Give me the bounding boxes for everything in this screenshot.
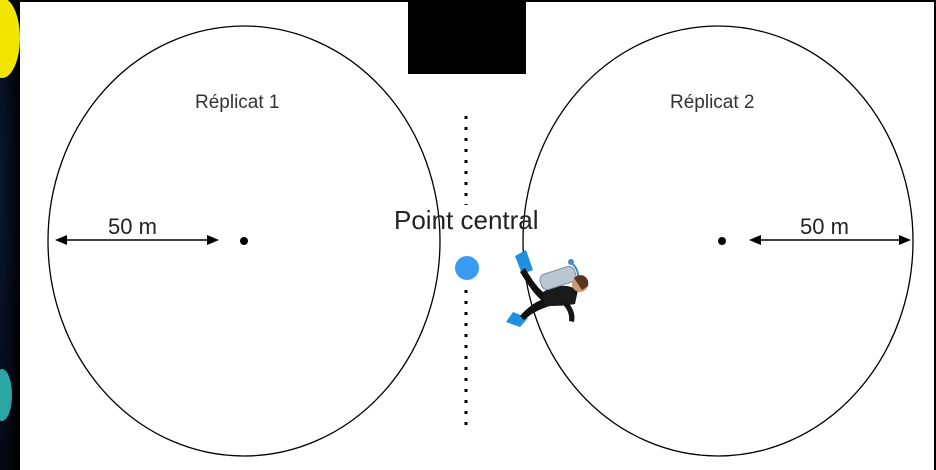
scuba-diver-icon bbox=[506, 250, 589, 327]
replicat-2-arrowhead-left bbox=[749, 235, 761, 245]
center-buoy-marker bbox=[455, 256, 479, 280]
replicat-2-arrowhead-right bbox=[899, 235, 911, 245]
replicat-1-radius-label: 50 m bbox=[108, 214, 157, 239]
replicat-1-arrowhead-right bbox=[207, 235, 219, 245]
left-edge-strip bbox=[0, 0, 22, 470]
diagram-panel bbox=[20, 2, 934, 470]
replicat-1-center-dot bbox=[240, 237, 248, 245]
replicat-2-center-dot bbox=[718, 237, 726, 245]
replicat-2-circle bbox=[522, 25, 914, 457]
replicat-1-arrowhead-left bbox=[55, 235, 67, 245]
replicat-2-title: Réplicat 2 bbox=[670, 92, 755, 113]
center-point-label: Point central bbox=[394, 205, 539, 235]
teal-accent-shape bbox=[0, 369, 12, 421]
replicat-2-radius-label: 50 m bbox=[800, 214, 849, 239]
replicat-1-title: Réplicat 1 bbox=[195, 92, 280, 113]
yellow-accent-shape bbox=[0, 0, 20, 78]
redaction-block bbox=[408, 0, 526, 74]
replicat-1-circle bbox=[47, 25, 441, 457]
